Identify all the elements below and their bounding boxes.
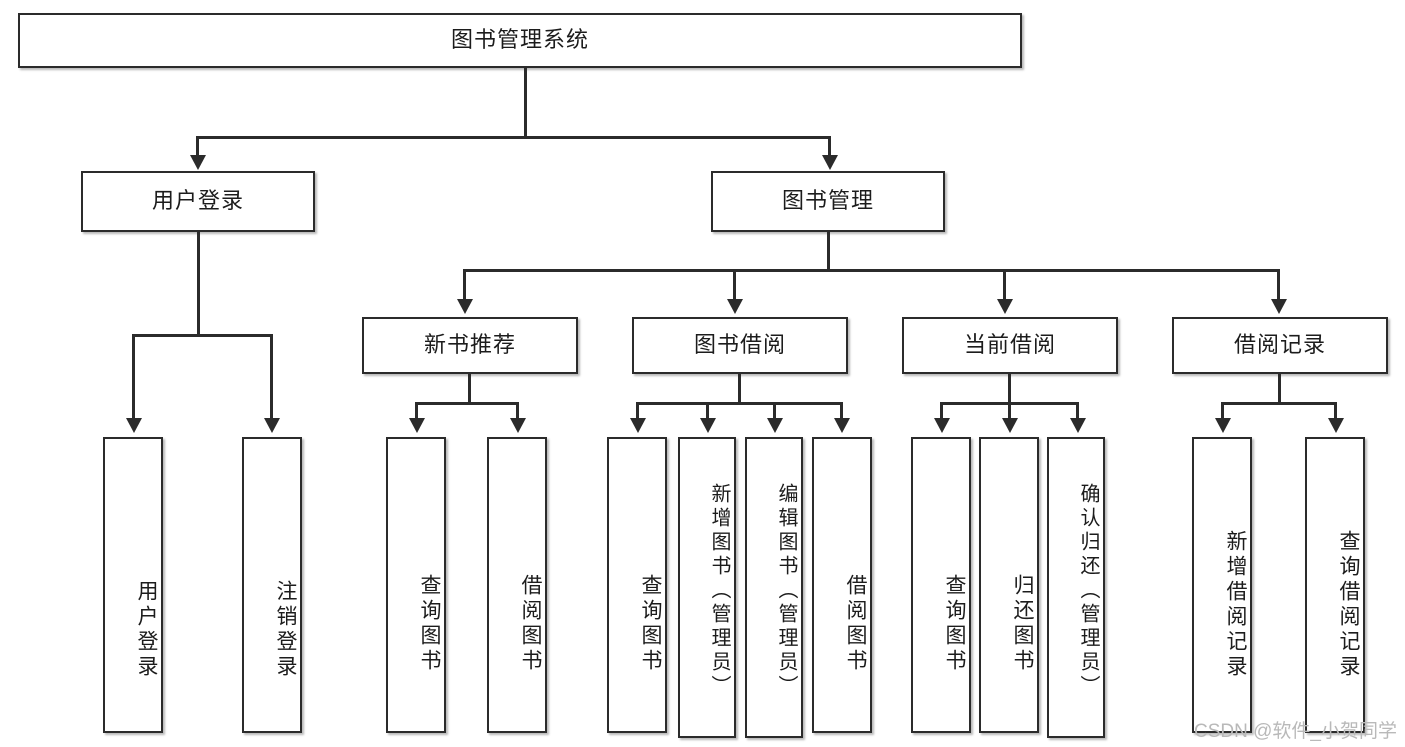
arrow-root-to-user-login <box>190 155 206 170</box>
arrow-book-mgmt-to-current <box>997 299 1013 314</box>
leaf-return-books[interactable]: 归还图书 <box>979 437 1039 733</box>
arrow-current-borrow-to-leaf-3 <box>1070 418 1086 433</box>
node-label: 借阅记录 <box>1233 332 1326 358</box>
node-label: 用户登录 <box>135 580 158 680</box>
arrow-root-to-book-mgmt <box>822 155 838 170</box>
node-label: 借阅图书 <box>844 574 867 674</box>
connector-root-bus <box>197 136 831 139</box>
connector-user-login-bus <box>133 334 272 337</box>
connector-new-books-to-leaf-2 <box>516 402 519 420</box>
connector-new-books-to-leaf-1 <box>415 402 418 420</box>
leaf-add-book-admin[interactable]: 新增图书（管理员） <box>678 437 736 738</box>
node-label: 查询图书 <box>639 574 662 674</box>
arrow-borrow-records-to-leaf-1 <box>1215 418 1231 433</box>
connector-user-login-stem <box>197 232 200 336</box>
leaf-confirm-return-admin[interactable]: 确认归还（管理员） <box>1047 437 1105 738</box>
node-label: 查询借阅记录 <box>1337 530 1360 680</box>
arrow-current-borrow-to-leaf-2 <box>1002 418 1018 433</box>
connector-book-mgmt-to-new-books <box>463 269 466 301</box>
node-current-borrow[interactable]: 当前借阅 <box>902 317 1118 374</box>
node-label: 注销登录 <box>274 580 297 680</box>
arrow-book-borrow-to-leaf-4 <box>834 418 850 433</box>
node-label: 用户登录 <box>151 188 244 214</box>
node-label: 确认归还（管理员） <box>1077 482 1099 699</box>
connector-book-mgmt-stem <box>827 232 830 271</box>
connector-current-borrow-to-leaf-1 <box>940 402 943 420</box>
leaf-borrow-books-borrow[interactable]: 借阅图书 <box>812 437 872 733</box>
connector-user-login-to-leaf-1 <box>132 334 135 420</box>
connector-book-borrow-to-leaf-1 <box>636 402 639 420</box>
node-new-book-recommend[interactable]: 新书推荐 <box>362 317 578 374</box>
node-label: 编辑图书（管理员） <box>775 482 797 699</box>
connector-book-borrow-to-leaf-2 <box>706 402 709 420</box>
node-label: 查询图书 <box>418 574 441 674</box>
leaf-query-books-borrow[interactable]: 查询图书 <box>607 437 667 733</box>
arrow-book-borrow-to-leaf-1 <box>630 418 646 433</box>
connector-book-borrow-to-leaf-3 <box>773 402 776 420</box>
arrow-book-mgmt-to-records <box>1271 299 1287 314</box>
leaf-logout[interactable]: 注销登录 <box>242 437 302 733</box>
connector-borrow-records-to-leaf-2 <box>1334 402 1337 420</box>
connector-book-borrow-stem <box>738 374 741 404</box>
arrow-book-mgmt-to-borrow <box>727 299 743 314</box>
node-label: 当前借阅 <box>963 332 1056 358</box>
connector-user-login-to-leaf-2 <box>270 334 273 420</box>
connector-book-mgmt-bus <box>464 269 1280 272</box>
node-label: 图书借阅 <box>693 332 786 358</box>
leaf-borrow-books-new[interactable]: 借阅图书 <box>487 437 547 733</box>
watermark-text: CSDN @软件_小贺同学 <box>1194 721 1397 742</box>
connector-book-mgmt-to-borrow <box>733 269 736 301</box>
leaf-add-borrow-record[interactable]: 新增借阅记录 <box>1192 437 1252 733</box>
connector-current-borrow-to-leaf-2 <box>1008 402 1011 420</box>
connector-borrow-records-bus <box>1222 402 1336 405</box>
arrow-current-borrow-to-leaf-1 <box>934 418 950 433</box>
connector-current-borrow-stem <box>1008 374 1011 404</box>
node-label: 查询图书 <box>943 574 966 674</box>
arrow-user-login-to-leaf-2 <box>264 418 280 433</box>
leaf-query-books-current[interactable]: 查询图书 <box>911 437 971 733</box>
arrow-new-books-to-leaf-2 <box>510 418 526 433</box>
node-label: 借阅图书 <box>519 574 542 674</box>
connector-root-stem <box>524 68 527 136</box>
arrow-user-login-to-leaf-1 <box>126 418 142 433</box>
node-label: 新增图书（管理员） <box>708 482 730 699</box>
connector-root-to-user-login <box>196 136 199 158</box>
node-root-system[interactable]: 图书管理系统 <box>18 13 1022 68</box>
arrow-book-mgmt-to-new-books <box>457 299 473 314</box>
node-user-login[interactable]: 用户登录 <box>81 171 315 232</box>
connector-new-books-stem <box>468 374 471 404</box>
node-label: 图书管理系统 <box>450 27 589 53</box>
connector-book-mgmt-to-records <box>1277 269 1280 301</box>
node-borrow-records[interactable]: 借阅记录 <box>1172 317 1388 374</box>
connector-current-borrow-to-leaf-3 <box>1076 402 1079 420</box>
leaf-query-books-new[interactable]: 查询图书 <box>386 437 446 733</box>
connector-borrow-records-stem <box>1278 374 1281 404</box>
node-book-management[interactable]: 图书管理 <box>711 171 945 232</box>
arrow-new-books-to-leaf-1 <box>409 418 425 433</box>
connector-new-books-bus <box>416 402 518 405</box>
connector-book-borrow-to-leaf-4 <box>840 402 843 420</box>
node-label: 图书管理 <box>781 188 874 214</box>
connector-root-to-book-mgmt <box>828 136 831 158</box>
connector-book-borrow-bus <box>637 402 842 405</box>
node-label: 新书推荐 <box>423 332 516 358</box>
arrow-borrow-records-to-leaf-2 <box>1328 418 1344 433</box>
arrow-book-borrow-to-leaf-3 <box>767 418 783 433</box>
connector-borrow-records-to-leaf-1 <box>1221 402 1224 420</box>
node-book-borrow[interactable]: 图书借阅 <box>632 317 848 374</box>
arrow-book-borrow-to-leaf-2 <box>700 418 716 433</box>
leaf-query-borrow-record[interactable]: 查询借阅记录 <box>1305 437 1365 733</box>
node-label: 新增借阅记录 <box>1224 530 1247 680</box>
leaf-user-login[interactable]: 用户登录 <box>103 437 163 733</box>
connector-book-mgmt-to-current <box>1003 269 1006 301</box>
node-label: 归还图书 <box>1011 574 1034 674</box>
leaf-edit-book-admin[interactable]: 编辑图书（管理员） <box>745 437 803 738</box>
